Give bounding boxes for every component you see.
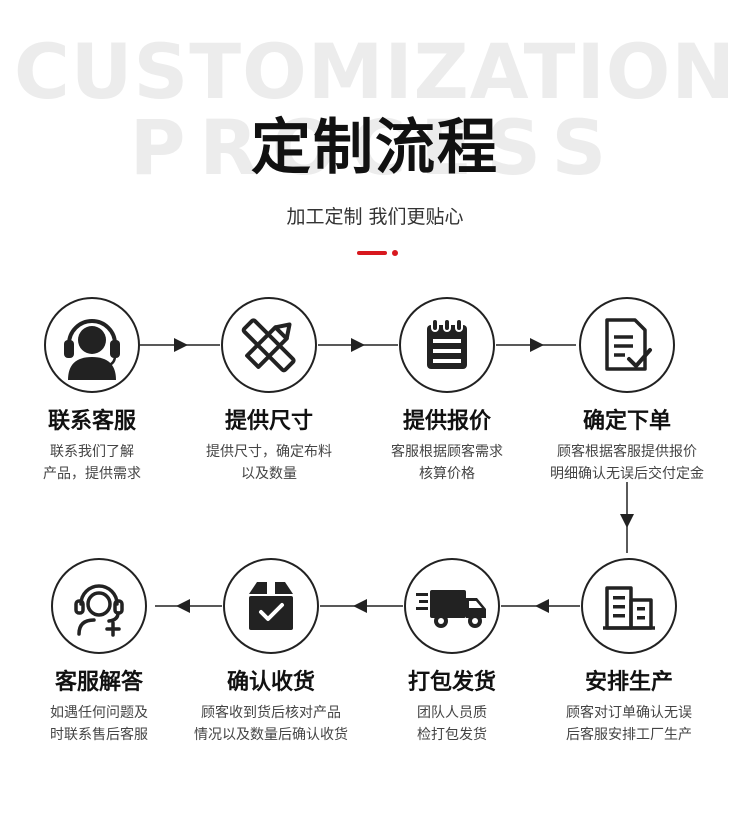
step-icon-circle: [399, 297, 495, 393]
step-description: 客服根据顾客需求 核算价格: [391, 444, 503, 483]
arrow-right-3-icon: [530, 338, 544, 352]
arrow-down-icon: [620, 514, 634, 528]
page-subtitle: 加工定制 我们更贴心: [286, 206, 464, 228]
arrow-left-2-icon: [353, 599, 367, 613]
factory-building-icon: [603, 586, 655, 630]
step-title: 联系客服: [47, 409, 136, 434]
step-icon-circle: [44, 297, 140, 393]
step-icon-circle: [581, 558, 677, 654]
step-pack-ship: 打包发货 团队人员质 检打包发货: [367, 558, 537, 747]
step-title: 客服解答: [54, 670, 143, 695]
step-title: 提供报价: [402, 409, 491, 434]
step-title: 提供尺寸: [224, 409, 313, 434]
arrow-left-1-icon: [176, 599, 190, 613]
step-description: 顾客收到货后核对产品 情况以及数量后确认收货: [194, 705, 348, 744]
step-title: 确认收货: [226, 670, 315, 695]
step-confirm-order: 确定下单 顾客根据客服提供报价 明细确认无误后交付定金: [542, 297, 712, 486]
support-agent-icon: [74, 584, 124, 637]
step-icon-circle: [51, 558, 147, 654]
step-service-support: 客服解答 如遇任何问题及 时联系售后客服: [14, 558, 184, 747]
background-watermark-process: PROCESS: [129, 103, 621, 192]
document-check-icon: [605, 318, 652, 371]
step-provide-quote: 提供报价 客服根据顾客需求 核算价格: [362, 297, 532, 486]
step-description: 团队人员质 检打包发货: [417, 705, 487, 744]
page-title: 定制流程: [251, 113, 499, 183]
step-description: 顾客对订单确认无误 后客服安排工厂生产: [566, 705, 692, 744]
step-title: 确定下单: [582, 409, 671, 434]
step-arrange-production: 安排生产 顾客对订单确认无误 后客服安排工厂生产: [544, 558, 714, 747]
notepad-icon: [427, 318, 467, 369]
step-description: 提供尺寸，确定布料 以及数量: [206, 444, 332, 483]
customer-service-headset-icon: [64, 319, 120, 380]
step-provide-size: 提供尺寸 提供尺寸，确定布料 以及数量: [184, 297, 354, 486]
step-icon-circle: [221, 297, 317, 393]
accent-dash: [357, 251, 387, 255]
step-icon-circle: [579, 297, 675, 393]
step-icon-circle: [404, 558, 500, 654]
step-description: 如遇任何问题及 时联系售后客服: [50, 705, 148, 744]
pencil-ruler-icon: [241, 318, 296, 373]
step-title: 安排生产: [584, 670, 673, 695]
package-box-check-icon: [249, 582, 293, 630]
step-title: 打包发货: [407, 670, 496, 695]
delivery-truck-icon: [416, 590, 486, 628]
accent-dot: [392, 250, 398, 256]
step-contact-service: 联系客服 联系我们了解 产品，提供需求: [7, 297, 177, 486]
arrow-right-2-icon: [351, 338, 365, 352]
arrow-right-1-icon: [174, 338, 188, 352]
step-description: 顾客根据客服提供报价 明细确认无误后交付定金: [550, 444, 704, 483]
arrow-left-3-icon: [535, 599, 549, 613]
step-description: 联系我们了解 产品，提供需求: [43, 444, 141, 483]
step-confirm-receipt: 确认收货 顾客收到货后核对产品 情况以及数量后确认收货: [186, 558, 356, 747]
background-watermark-customization: CUSTOMIZATION: [14, 27, 736, 116]
step-icon-circle: [223, 558, 319, 654]
